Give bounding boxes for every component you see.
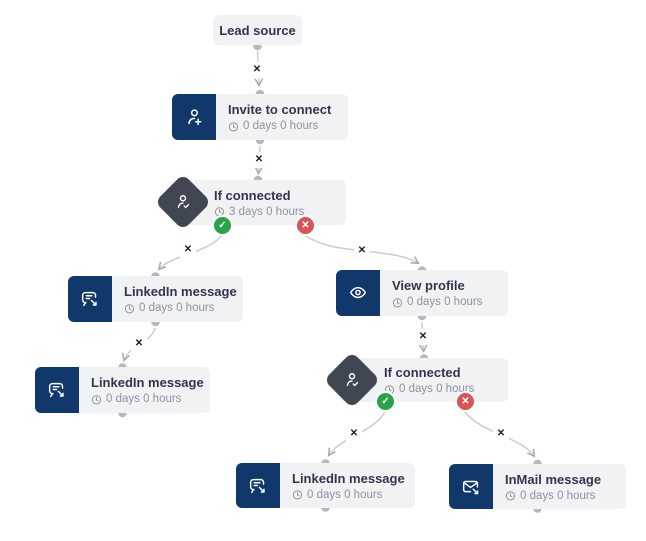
clock-icon — [228, 121, 239, 131]
inmail-icon — [449, 464, 493, 509]
edge-delete-icon[interactable]: ✕ — [354, 243, 370, 259]
edge-delete-icon[interactable]: ✕ — [249, 62, 265, 78]
node-lead-source[interactable]: Lead source — [213, 15, 302, 45]
node-delay: 0 days 0 hours — [392, 296, 508, 308]
node-view-profile[interactable]: View profile 0 days 0 hours — [336, 270, 508, 316]
edge-delete-icon[interactable]: ✕ — [415, 329, 431, 345]
edge-delete-icon[interactable]: ✕ — [131, 336, 147, 352]
condition-yes-badge[interactable]: ✓ — [212, 215, 233, 236]
node-inmail-message[interactable]: InMail message 0 days 0 hours — [449, 464, 626, 509]
node-delay: 0 days 0 hours — [91, 393, 210, 405]
node-delay: 0 days 0 hours — [505, 490, 626, 502]
person-check-icon[interactable] — [323, 351, 381, 409]
condition-no-badge[interactable]: ✕ — [455, 391, 476, 412]
person-check-icon[interactable] — [154, 173, 212, 231]
node-delay: 0 days 0 hours — [384, 383, 508, 395]
node-linkedin-message-1[interactable]: LinkedIn message 0 days 0 hours — [68, 276, 243, 322]
edge-delete-icon[interactable]: ✕ — [493, 426, 509, 442]
node-title: If connected — [384, 365, 461, 380]
node-delay: 3 days 0 hours — [214, 206, 346, 218]
node-linkedin-message-3[interactable]: LinkedIn message 0 days 0 hours — [236, 463, 415, 508]
condition-no-badge[interactable]: ✕ — [295, 215, 316, 236]
node-title: LinkedIn message — [292, 470, 405, 486]
clock-icon — [505, 491, 516, 501]
node-linkedin-message-2[interactable]: LinkedIn message 0 days 0 hours — [35, 367, 210, 413]
node-title: View profile — [392, 278, 465, 293]
node-delay: 0 days 0 hours — [228, 120, 348, 132]
node-delay: 0 days 0 hours — [124, 302, 243, 314]
node-title: Invite to connect — [228, 102, 332, 117]
clock-icon — [91, 394, 102, 404]
chat-message-icon — [68, 276, 112, 322]
edge-delete-icon[interactable]: ✕ — [251, 152, 267, 168]
node-title: LinkedIn message — [124, 284, 237, 299]
person-add-icon — [172, 94, 216, 140]
clock-icon — [124, 303, 135, 313]
chat-message-icon — [236, 463, 280, 508]
clock-icon — [392, 297, 403, 307]
node-if-connected-2[interactable]: If connected 0 days 0 hours — [340, 358, 508, 402]
clock-icon — [292, 490, 303, 500]
node-title: LinkedIn message — [91, 375, 204, 390]
edge-delete-icon[interactable]: ✕ — [346, 426, 362, 442]
edge-delete-icon[interactable]: ✕ — [180, 242, 196, 258]
eye-icon — [336, 270, 380, 316]
node-delay: 0 days 0 hours — [292, 489, 415, 501]
node-title: InMail message — [505, 471, 602, 487]
node-title: If connected — [214, 187, 291, 203]
condition-yes-badge[interactable]: ✓ — [375, 391, 396, 412]
chat-message-icon — [35, 367, 79, 413]
node-invite-to-connect[interactable]: Invite to connect 0 days 0 hours — [172, 94, 348, 140]
